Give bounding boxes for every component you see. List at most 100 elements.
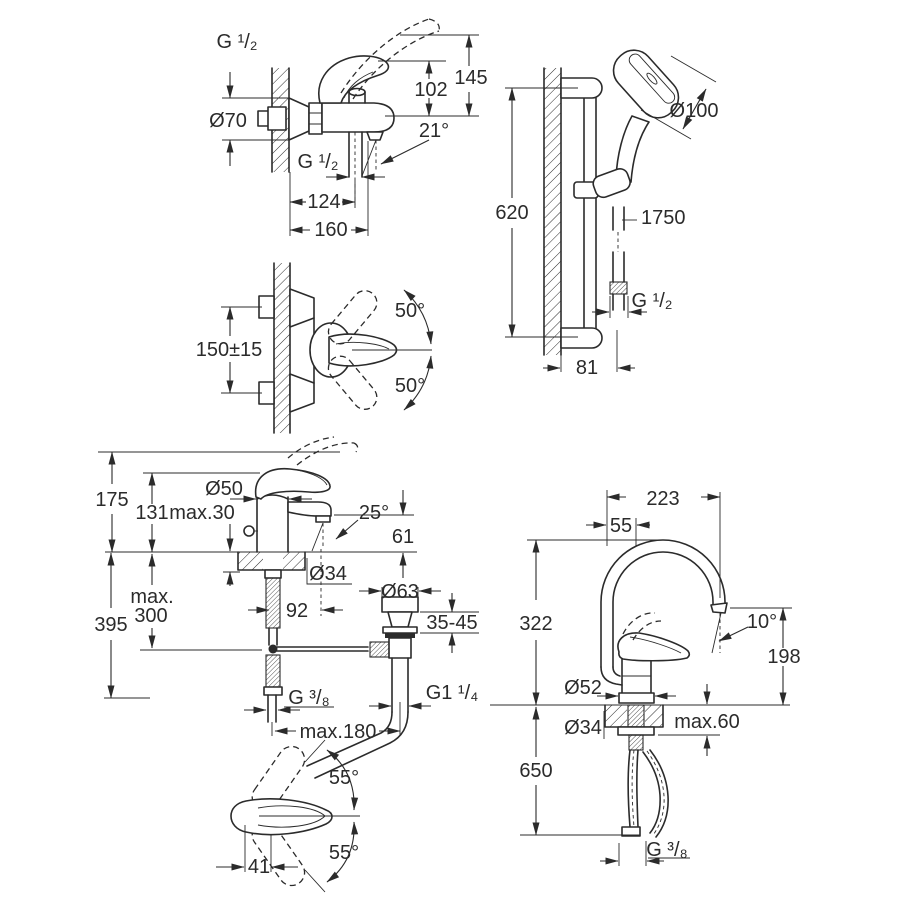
handle-raised-dashed: [622, 612, 656, 635]
label-dia100: Ø100: [670, 100, 719, 122]
label-dia52: Ø52: [564, 677, 602, 699]
label-10deg: 10°: [747, 611, 777, 633]
view-kitchen-mixer: 223 55 322 10° 198 Ø52 Ø34 max.60 650 G …: [490, 488, 801, 866]
rod-clamp: [369, 641, 390, 658]
locknut: [264, 569, 282, 579]
label-g38: G ³/₈: [288, 687, 330, 709]
base-flange: [618, 692, 655, 704]
shower-holder: [592, 168, 631, 199]
mounting-washer: [617, 726, 655, 736]
label-124: 124: [307, 191, 340, 213]
pop-up-rod: [276, 646, 369, 652]
dimension-lines: [505, 55, 717, 372]
label-1750: 1750: [641, 207, 686, 229]
label-620: 620: [495, 202, 528, 224]
label-55: 55: [610, 515, 632, 537]
label-max60: max.60: [674, 711, 740, 733]
pop-up-knob: [243, 525, 255, 537]
waste-tailpipe: [391, 657, 409, 713]
basin-mixer-body: [243, 436, 369, 736]
label-dia50: Ø50: [205, 478, 243, 500]
label-55deg-bottom: 55°: [329, 842, 359, 864]
label-175: 175: [95, 489, 128, 511]
label-21deg: 21°: [419, 120, 449, 142]
dimension-lines: [98, 451, 479, 736]
label-92: 92: [286, 600, 308, 622]
deck-section: [237, 551, 306, 571]
label-61: 61: [392, 526, 414, 548]
label-max300-1: max.: [130, 586, 173, 608]
threaded-shank: [627, 704, 645, 728]
label-hose-thread: G ¹/₂: [297, 151, 338, 173]
label-dia34-kitchen: Ø34: [564, 717, 602, 739]
dimension-lines: [216, 749, 359, 883]
wall-section: [273, 262, 291, 434]
lever-handle: [254, 468, 331, 500]
rail-bracket-top: [560, 77, 603, 99]
dimension-lines: [222, 34, 479, 236]
handle-raised-dashed: [340, 18, 430, 94]
spout: [287, 501, 332, 517]
label-102: 102: [414, 79, 447, 101]
water-stream-line: [711, 612, 722, 654]
label-25deg: 25°: [359, 502, 389, 524]
lever-handle: [318, 55, 390, 104]
outlet: [710, 602, 728, 614]
drain-pipe: [306, 711, 409, 779]
label-dia34: Ø34: [309, 563, 347, 585]
mixer-side-body: [258, 288, 432, 413]
hose-fitting: [609, 281, 628, 295]
label-41: 41: [248, 856, 270, 878]
label-dia63: Ø63: [381, 581, 419, 603]
lever-handle: [617, 632, 691, 662]
view-handle-top: 55° 55° 41: [216, 739, 360, 893]
label-dia70: Ø70: [209, 110, 247, 132]
label-g38-kitchen: G ³/₈: [646, 839, 688, 861]
pop-up-waste: [306, 596, 419, 779]
rod-ball-joint: [268, 644, 278, 654]
aerator: [315, 515, 331, 523]
aerator: [366, 131, 384, 141]
label-thread-top: G ¹/₂: [216, 31, 257, 53]
label-50-top: 50°: [395, 300, 425, 322]
spout-arc-inner: [612, 551, 714, 668]
label-160: 160: [314, 219, 347, 241]
shower-hose: [612, 206, 625, 231]
flex-hose-2: [642, 749, 669, 838]
view-bath-mixer-side: 150±15 50° 50°: [196, 262, 434, 434]
flex-hose-1: [627, 749, 639, 828]
waste-seal: [385, 633, 415, 638]
water-stream-line: [311, 522, 324, 552]
lever-handle: [230, 798, 333, 836]
label-145: 145: [454, 67, 487, 89]
water-stream-line: [361, 139, 377, 177]
label-81: 81: [576, 357, 598, 379]
label-g12: G ¹/₂: [631, 290, 672, 312]
shower-hose-outlet: [348, 131, 363, 178]
hand-shower-head: [612, 49, 680, 119]
supply-tails: [267, 694, 277, 723]
kitchen-mixer-body: [600, 539, 728, 838]
rail-and-shower: [560, 49, 680, 349]
threaded-shank: [265, 577, 281, 629]
dimension-lines: [221, 289, 434, 411]
label-35-45: 35-45: [426, 612, 477, 634]
label-max30: max.30: [169, 502, 235, 524]
rail-bracket-bottom: [560, 327, 603, 349]
shower-rail: [583, 97, 597, 329]
handle-down-dashed: [327, 355, 378, 410]
label-322: 322: [519, 613, 552, 635]
label-max180: max.180: [300, 721, 377, 743]
label-650: 650: [519, 760, 552, 782]
view-bath-mixer-front: G ¹/₂ Ø70 102 145 21° G ¹/₂ 124 160: [209, 18, 488, 241]
label-max300-2: 300: [134, 605, 167, 627]
mixer-body: [257, 18, 440, 205]
handle-raised-dashed: [296, 442, 355, 466]
label-198: 198: [767, 646, 800, 668]
wall-section: [543, 67, 562, 356]
label-131: 131: [135, 502, 168, 524]
label-50-bottom: 50°: [395, 375, 425, 397]
hose-fitting: [621, 826, 641, 837]
